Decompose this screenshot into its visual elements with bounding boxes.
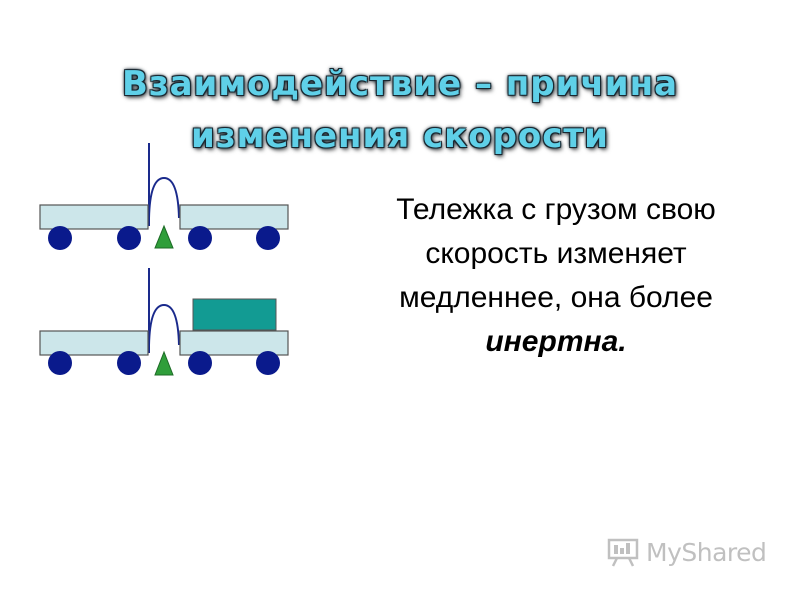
watermark: MyShared bbox=[606, 537, 767, 567]
body-text: Тележка с грузом свою скорость изменяет … bbox=[346, 188, 766, 364]
body-line-4: инертна. bbox=[485, 325, 627, 358]
top-left-cart-wheel-1 bbox=[48, 226, 72, 250]
bottom-left-cart-body bbox=[39, 330, 149, 356]
top-right-cart-wheel-2 bbox=[256, 226, 280, 250]
body-line-3: медленнее, она более bbox=[399, 281, 713, 314]
bottom-spring-arc bbox=[148, 303, 180, 346]
bottom-right-cart-wheel-1 bbox=[188, 351, 212, 375]
body-line-2: скорость изменяет bbox=[425, 237, 687, 270]
bottom-right-cart-body bbox=[179, 330, 289, 356]
top-right-cart-wheel-1 bbox=[188, 226, 212, 250]
title-line-2: изменения скорости bbox=[191, 116, 609, 156]
top-right-cart-body bbox=[179, 204, 289, 230]
top-cart-pair bbox=[39, 143, 289, 250]
top-left-cart-wheel-2 bbox=[117, 226, 141, 250]
slide-title: Взаимодействие – причина изменения скоро… bbox=[0, 58, 800, 162]
bottom-left-cart-wheel-2 bbox=[117, 351, 141, 375]
top-thread-wedge bbox=[154, 224, 174, 249]
top-left-cart-body bbox=[39, 204, 149, 230]
watermark-text: MyShared bbox=[646, 537, 767, 567]
cargo-block bbox=[192, 298, 277, 331]
top-spring-arc bbox=[148, 176, 180, 219]
bottom-thread-wedge bbox=[154, 350, 174, 376]
presentation-board-icon bbox=[607, 538, 639, 567]
bottom-left-cart-wheel-1 bbox=[48, 351, 72, 375]
title-line-1: Взаимодействие – причина bbox=[121, 64, 679, 104]
bottom-cart-pair bbox=[39, 268, 289, 376]
body-line-1: Тележка с грузом свою bbox=[396, 193, 716, 226]
bottom-right-cart-wheel-2 bbox=[256, 351, 280, 375]
